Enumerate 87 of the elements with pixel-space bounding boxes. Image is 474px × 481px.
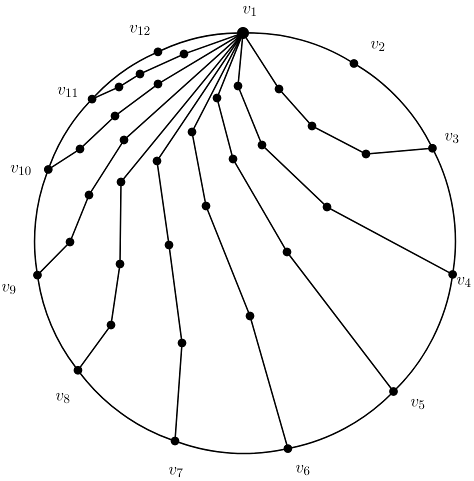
edge-line [37,278,76,368]
edge-line [156,164,170,242]
edge-line [357,65,432,145]
edge-line [82,118,112,147]
vertex-dot [66,238,74,246]
edge-line [281,92,310,124]
edge-line [248,32,351,62]
edge-line [49,102,90,166]
edge-line [95,88,116,98]
vertex-dot [84,190,94,200]
vertex-dot [246,312,254,320]
edge-line [158,37,240,158]
vertex-label: $v_{11}$ [58,86,78,97]
edge-line [118,86,156,114]
edge-line [80,373,172,440]
vertex-label: $v_{2}$ [370,40,384,51]
vertex-dot [116,260,124,268]
edge-line [70,198,88,239]
edge-line [123,37,240,180]
edge-line [119,186,122,260]
edge-line [40,244,68,273]
edge-line [168,248,182,340]
edge-line [238,38,244,82]
vertex-dot [152,156,162,166]
vertex-dot [178,338,186,348]
vertex-dot [106,320,116,330]
edge-line [51,150,77,168]
edge-line [396,278,453,390]
edge-line [34,172,48,272]
vertex-dot [136,70,144,78]
edge-line [161,35,238,82]
vertex-dot [180,50,188,58]
vertex-label: $v_{8}$ [56,392,70,404]
edge-line [264,147,324,205]
edge-line [218,38,242,95]
vertex-label: $v_{10}$ [10,164,31,176]
edge-line [434,152,456,271]
edge-line [90,143,122,192]
vertex-label: $v_{1}$ [242,6,256,16]
vertex-dot [116,178,126,186]
vertex-dot [308,122,316,130]
vertex-dot [258,140,266,150]
edge-line [289,254,392,389]
vertex-dot [282,248,292,256]
vertex-dot [202,202,210,210]
vertex-dot [274,84,284,94]
edge-line [178,442,284,454]
edge-line [315,127,363,153]
vertex-dot [212,94,222,102]
edge-line [330,208,450,273]
vertex-dot [110,112,120,120]
vertex-label: $v_{9}$ [2,284,16,294]
vertex-dot [362,150,370,158]
vertex-dot [228,154,238,164]
vertex-label: $v_{4}$ [456,276,471,287]
edge-line [143,55,181,73]
edge-line [122,76,137,86]
edge-line [234,162,286,249]
vertex-dot [76,144,84,154]
edge-line [188,34,238,54]
edge-line [217,102,233,156]
edge-line [193,38,241,129]
edge-line [110,268,120,322]
vertex-label: $v_{3}$ [444,132,458,144]
edge-line [250,320,288,445]
vertex-label: $v_{5}$ [410,398,424,410]
edge-line [94,53,155,96]
vertex-dot [114,82,124,92]
edge-line [206,209,250,313]
edge-line [370,148,429,154]
vertex-label: $v_{6}$ [296,464,310,476]
edge-line [161,32,238,51]
edge-line [80,328,110,368]
vertex-dot [164,240,174,250]
vertex-dot [234,82,242,90]
edge-line [126,36,240,138]
edge-line [174,346,182,438]
edge-line [238,89,262,142]
edge-line [192,136,206,202]
edge-line [246,37,278,86]
vertex-label: $v_{12}$ [130,24,150,35]
vertex-dot [322,202,332,212]
vertex-dot [188,128,196,136]
vertex-dot [120,136,128,144]
edge-line [292,394,392,448]
vertex-label: $v_{7}$ [168,466,183,478]
vertex-dot [154,80,162,88]
